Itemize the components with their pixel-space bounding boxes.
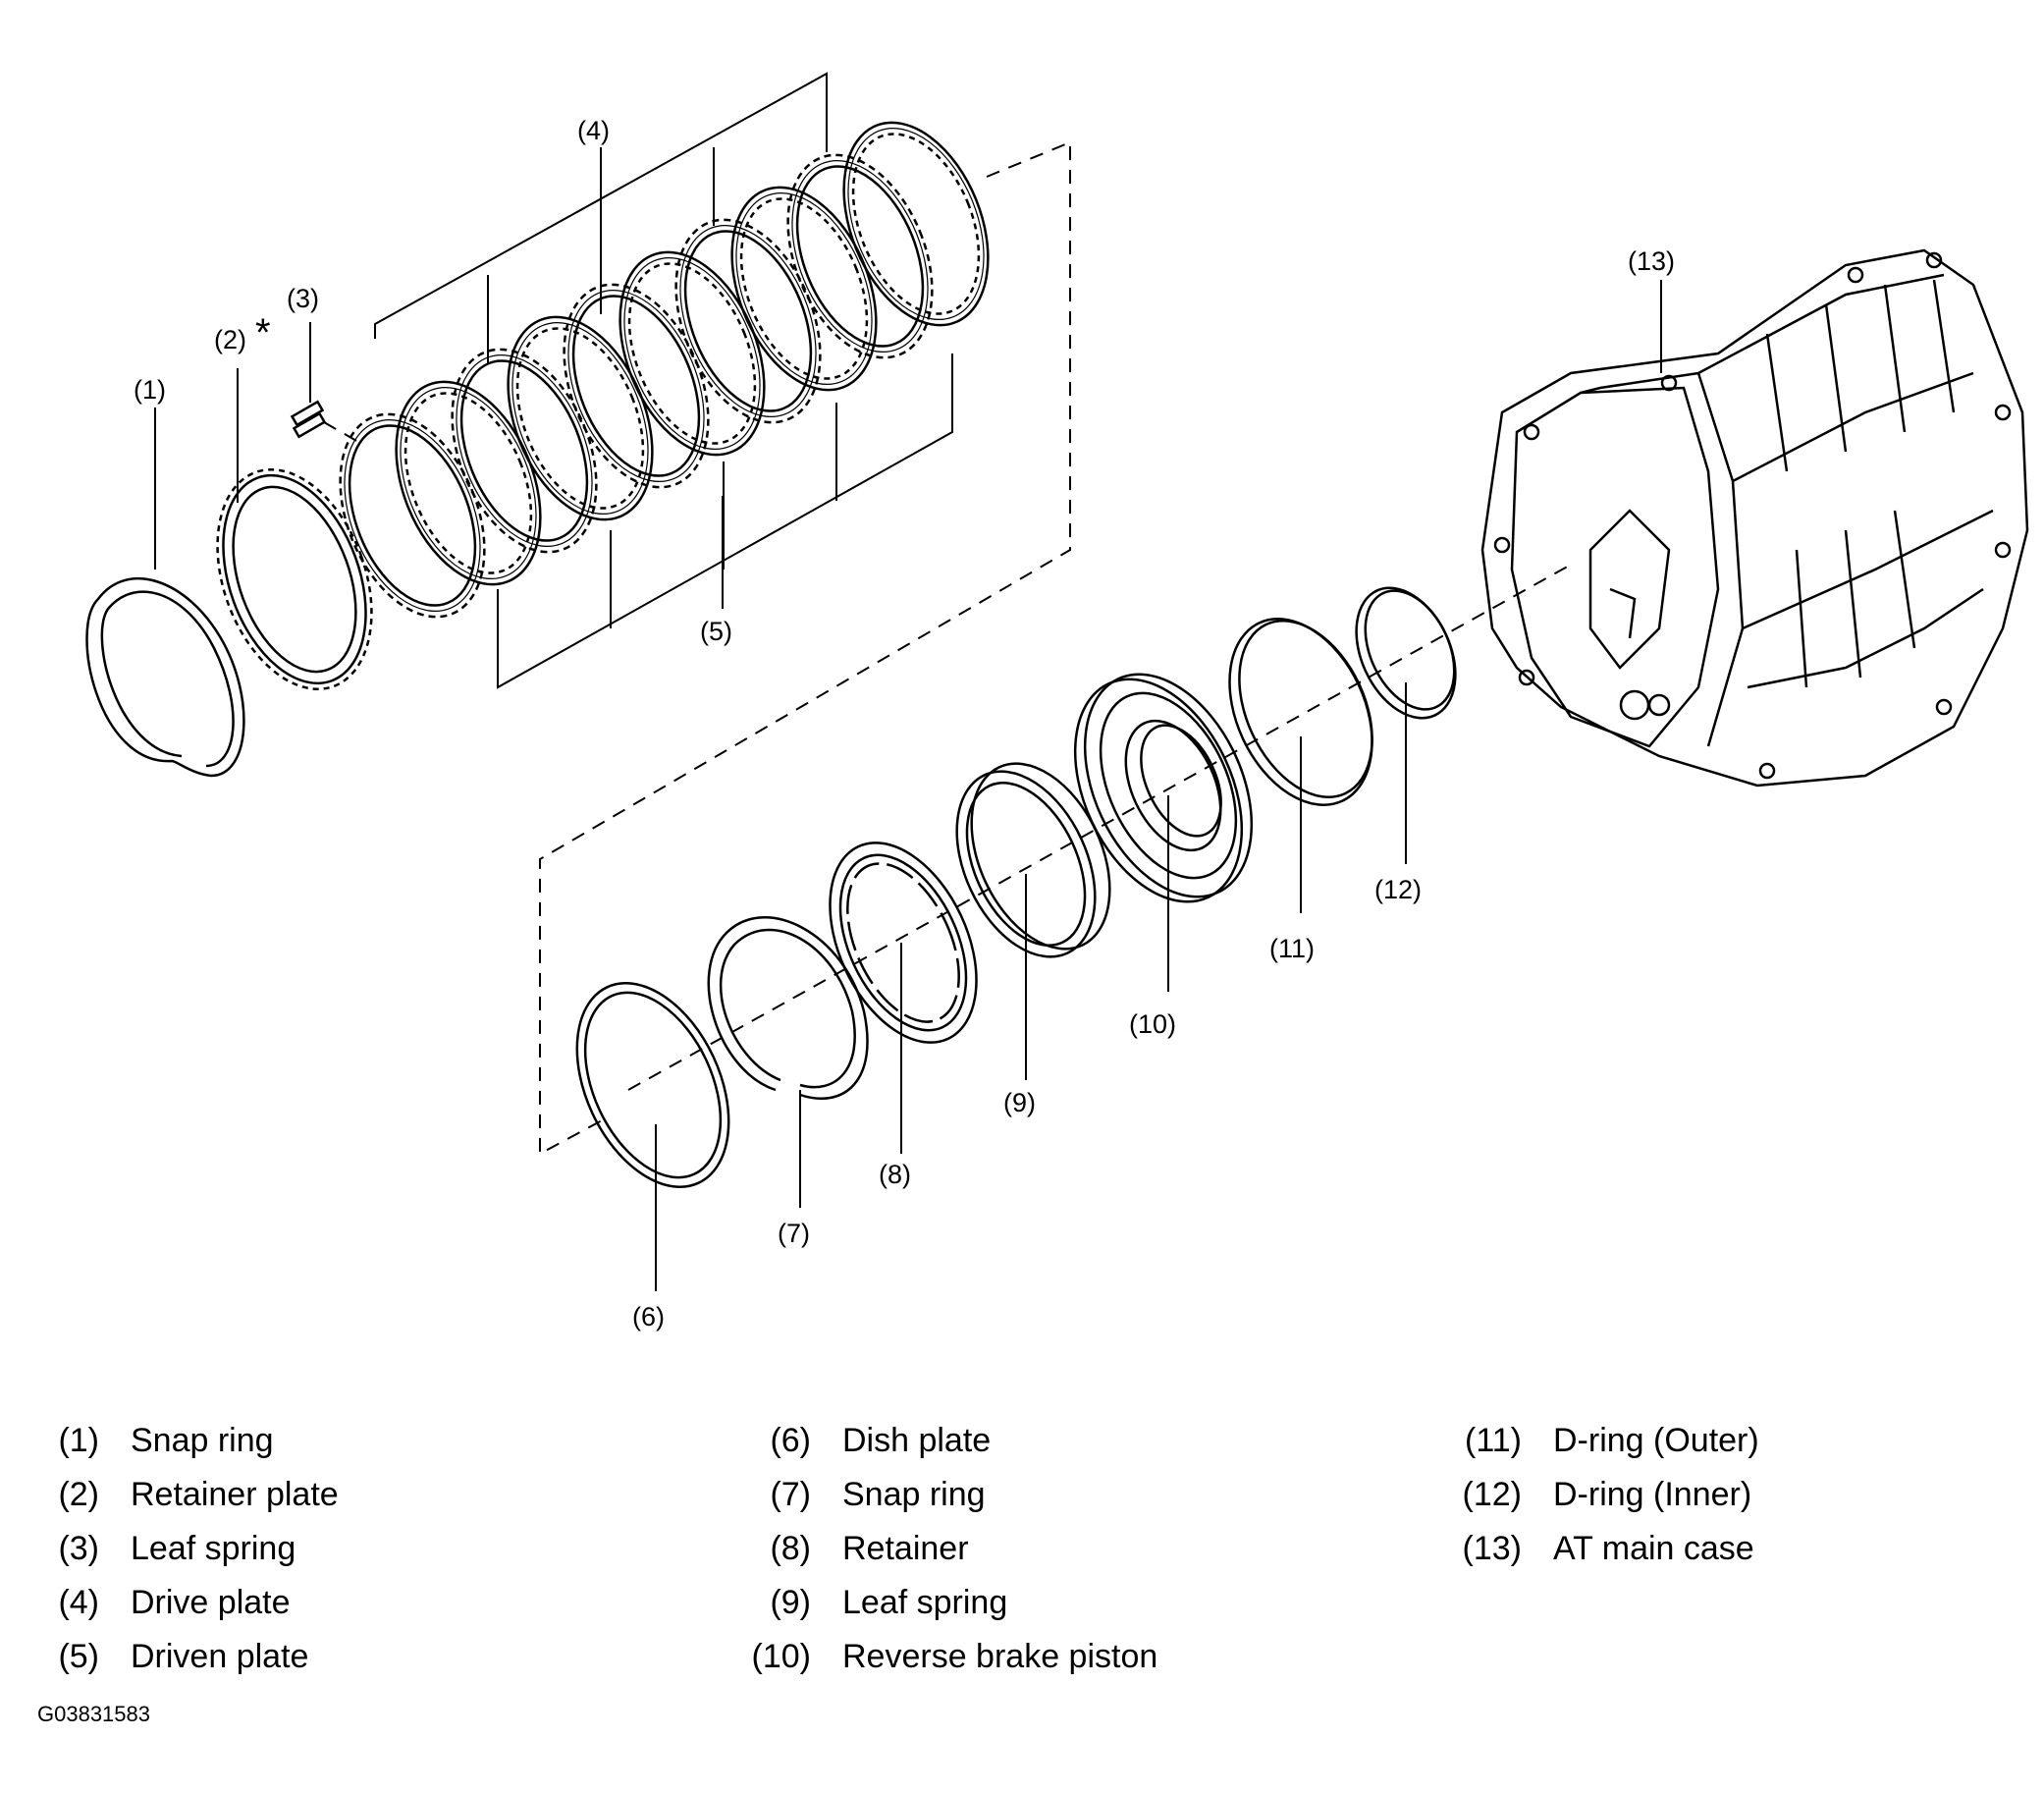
legend-number: (9): [770, 1584, 811, 1621]
legend-item: (4) Drive plate: [58, 1576, 339, 1630]
drive-plate: [842, 121, 990, 327]
legend-number: (6): [770, 1422, 811, 1459]
callout-1: (1): [134, 375, 166, 405]
callout-13: (13): [1628, 246, 1675, 276]
legend-item: (11) D-ring (Outer): [1465, 1414, 1759, 1468]
drive-plate: [395, 380, 542, 586]
legend-number: (8): [770, 1530, 811, 1567]
callout-7: (7): [778, 1219, 810, 1248]
legend-item: (10) Reverse brake piston: [752, 1630, 1158, 1684]
legend-name: D-ring (Inner): [1553, 1476, 1752, 1513]
legend-column-1: (1) Snap ring (2) Retainer plate (3) Leaf s…: [58, 1414, 339, 1684]
retainer-8: [829, 842, 978, 1044]
legend-item: (6) Dish plate: [770, 1414, 1157, 1468]
legend-item: (12) D-ring (Inner): [1463, 1468, 1759, 1522]
callout-labels: (1) (2) * (3) (4) (5) (13) (12) (11) (10…: [134, 116, 1675, 1331]
legend-number: (2): [58, 1476, 99, 1513]
legend-item: (7) Snap ring: [770, 1468, 1157, 1522]
legend-number: (5): [58, 1638, 99, 1675]
legend-name: D-ring (Outer): [1553, 1422, 1759, 1459]
callout-8: (8): [879, 1160, 911, 1189]
snap-ring-7: [707, 916, 869, 1100]
legend-name: Drive plate: [131, 1584, 291, 1621]
leaf-spring-3: [290, 400, 327, 439]
d-ring-outer-11: [1228, 618, 1373, 806]
callout-3: (3): [287, 284, 319, 313]
legend-number: (3): [58, 1530, 99, 1567]
callout-5: (5): [700, 617, 732, 646]
driven-plate: [786, 153, 934, 359]
legend-number: (11): [1465, 1422, 1522, 1459]
callout-2: (2): [214, 325, 246, 354]
reverse-brake-piston-10: [1073, 673, 1254, 903]
legend-name: Leaf spring: [131, 1530, 296, 1567]
legend-name: AT main case: [1553, 1530, 1754, 1567]
callout-11: (11): [1269, 934, 1315, 963]
legend-name: Leaf spring: [842, 1584, 1008, 1621]
legend-name: Driven plate: [131, 1638, 309, 1675]
legend-name: Reverse brake piston: [842, 1638, 1158, 1675]
legend-name: Retainer: [842, 1530, 969, 1567]
drive-plate: [730, 186, 878, 392]
legend-item: (5) Driven plate: [58, 1630, 339, 1684]
at-main-case-13: [1480, 248, 2029, 788]
driven-plate: [451, 348, 598, 554]
d-ring-inner-12: [1355, 586, 1457, 720]
legend-item: (2) Retainer plate: [58, 1468, 339, 1522]
legend-name: Snap ring: [842, 1476, 986, 1513]
legend-name: Retainer plate: [131, 1476, 339, 1513]
figure-code: G03831583: [37, 1702, 150, 1726]
callout-10: (10): [1129, 1009, 1176, 1039]
legend-name: Dish plate: [842, 1422, 992, 1459]
exploded-diagram: (1) (2) * (3) (4) (5) (13) (12) (11) (10…: [85, 72, 2029, 1331]
legend-column-3: (11) D-ring (Outer) (12) D-ring (Inner) (1…: [1463, 1414, 1759, 1576]
legend-item: (3) Leaf spring: [58, 1522, 339, 1576]
legend-name: Snap ring: [131, 1422, 274, 1459]
legend-item: (9) Leaf spring: [770, 1576, 1157, 1630]
legend-number: (13): [1462, 1530, 1522, 1567]
legend-item: (1) Snap ring: [58, 1414, 339, 1468]
leader-lines: [154, 147, 1662, 1291]
legend-number: (1): [58, 1422, 99, 1459]
parts-legend: (1) Snap ring (2) Retainer plate (3) Leaf s…: [0, 1414, 2044, 1699]
axis-lines: [323, 140, 1572, 1156]
callout-4: (4): [577, 116, 610, 145]
legend-column-2: (6) Dish plate (7) Snap ring (8) Retainer (…: [752, 1414, 1158, 1684]
plate-bracket-lines: [374, 72, 953, 689]
asterisk-mark: *: [255, 311, 271, 354]
plate-pack: [339, 121, 990, 619]
dish-plate-6: [575, 981, 730, 1189]
callout-12: (12): [1374, 875, 1422, 904]
legend-number: (12): [1462, 1476, 1522, 1513]
callout-9: (9): [1003, 1088, 1036, 1117]
snap-ring-1: [85, 576, 245, 778]
legend-number: (4): [58, 1584, 99, 1621]
legend-item: (8) Retainer: [770, 1522, 1157, 1576]
callout-6: (6): [632, 1302, 665, 1331]
retainer-plate-2: [216, 467, 373, 691]
legend-number: (10): [751, 1638, 811, 1675]
legend-number: (7): [770, 1476, 811, 1513]
legend-item: (13) AT main case: [1463, 1522, 1759, 1576]
